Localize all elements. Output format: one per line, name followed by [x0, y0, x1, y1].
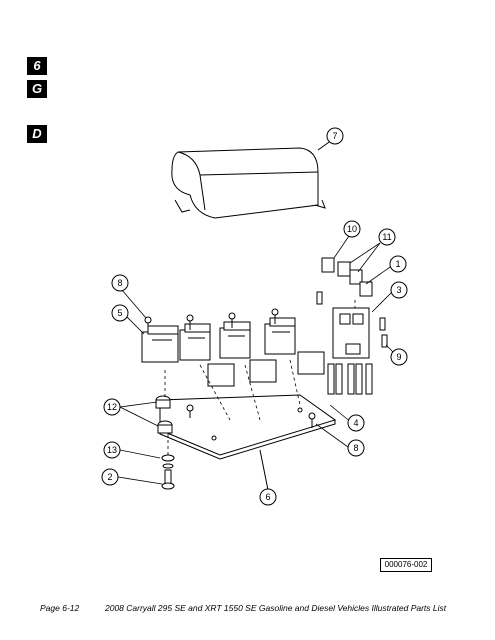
callout-label: 8: [353, 443, 358, 453]
callout-label: 3: [396, 285, 401, 295]
callout-label: 9: [396, 352, 401, 362]
callout-labels: 7 10 11 1 8 3 5 9 12 4 8 13 2 6: [107, 131, 402, 502]
footer-title: 2008 Carryall 295 SE and XRT 1550 SE Gas…: [105, 603, 447, 613]
callout-label: 8: [117, 278, 122, 288]
leader-lines: [117, 235, 397, 485]
relay-cover: [171, 139, 333, 219]
relay-sockets: [141, 317, 296, 363]
assembly-lines: [164, 300, 356, 455]
callout-circles: [101, 127, 408, 506]
figure-id: 000076-002: [380, 558, 432, 572]
callout-label: 12: [107, 402, 117, 412]
section-tab-d: D: [27, 125, 47, 143]
screws: [144, 308, 316, 428]
callout-label: 6: [265, 492, 270, 502]
callout-label: 1: [395, 259, 400, 269]
page-number: Page 6-12: [40, 603, 80, 613]
section-tab-6: 6: [27, 57, 47, 75]
callout-label: 4: [353, 418, 358, 428]
callout-label: 7: [332, 131, 337, 141]
callout-label: 11: [382, 232, 391, 242]
base-plate: [159, 394, 337, 491]
callout-label: 5: [117, 308, 122, 318]
hardware-stack: [155, 395, 175, 490]
fuse-block: [316, 257, 388, 395]
section-tab-g: G: [27, 80, 47, 98]
callout-label: 10: [347, 224, 357, 234]
callout-label: 2: [107, 472, 112, 482]
callout-label: 13: [107, 445, 117, 455]
relay-cubes: [207, 351, 325, 387]
